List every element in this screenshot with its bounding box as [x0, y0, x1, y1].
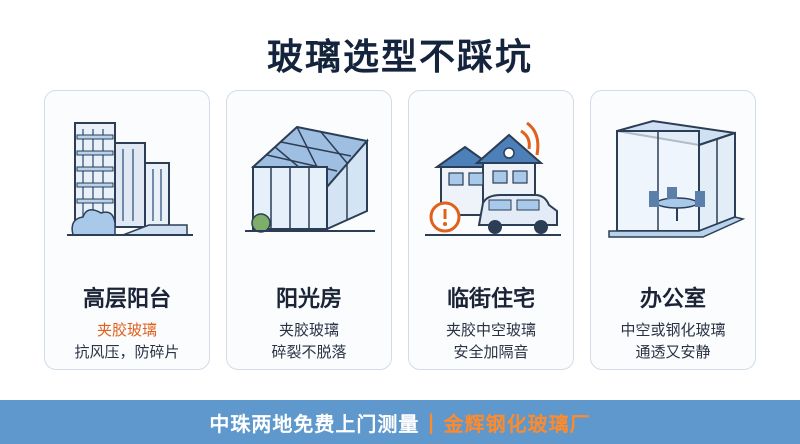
benefit-text: 安全加隔音 [453, 343, 529, 361]
glass-type: 夹胶玻璃 [96, 321, 157, 339]
high-rise-building-icon [67, 122, 193, 236]
benefit-text: 抗风压，防碎片 [74, 343, 180, 361]
page-title: 玻璃选型不踩坑 [266, 37, 533, 78]
glass-type: 夹胶中空玻璃 [445, 321, 536, 339]
footer-service-text: 中珠两地免费上门测量 [209, 411, 420, 436]
street-house-noise-icon [425, 121, 561, 236]
card-high-rise-balcony[interactable]: 高层阳台 夹胶玻璃 抗风压，防碎片 [44, 90, 210, 370]
benefit-text: 碎裂不脱落 [271, 343, 347, 361]
card-sunroom[interactable]: 阳光房 夹胶玻璃 碎裂不脱落 [226, 90, 392, 370]
card-street-house[interactable]: 临街住宅 夹胶中空玻璃 安全加隔音 [408, 90, 574, 370]
card-title: 临街住宅 [446, 287, 535, 312]
glass-office-icon [608, 119, 746, 238]
footer-banner: 中珠两地免费上门测量 | 金辉钢化玻璃厂 [0, 400, 800, 444]
card-office[interactable]: 办公室 中空或钢化玻璃 通透又安静 [590, 90, 756, 370]
glass-type: 中空或钢化玻璃 [620, 321, 726, 339]
card-title: 办公室 [639, 287, 706, 312]
card-title: 阳光房 [275, 287, 342, 312]
card-title: 高层阳台 [82, 287, 171, 312]
glass-type: 夹胶玻璃 [278, 321, 339, 339]
sunroom-icon [245, 125, 375, 233]
footer-separator: | [427, 410, 436, 434]
benefit-text: 通透又安静 [635, 343, 711, 361]
card-grid: 高层阳台 夹胶玻璃 抗风压，防碎片 阳光房 夹胶玻璃 碎裂不脱落 [44, 90, 756, 372]
footer-brand: 金辉钢化玻璃厂 [443, 411, 591, 436]
